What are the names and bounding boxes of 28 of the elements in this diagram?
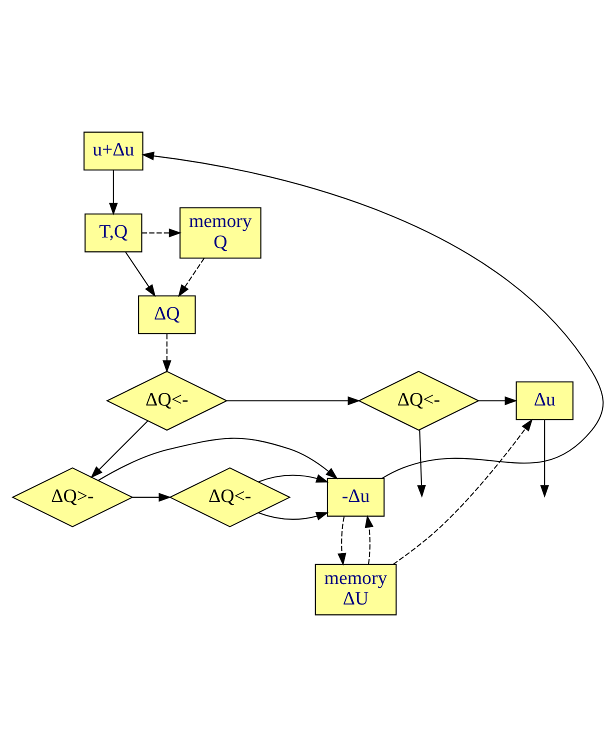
arrow (258, 474, 329, 483)
node-box: memory ΔU (314, 564, 397, 616)
arrow (109, 170, 118, 216)
arrow (132, 492, 172, 502)
node-box: -Δu (326, 478, 385, 517)
node-box: T,Q (84, 214, 142, 252)
arrow (393, 418, 533, 565)
arrow (125, 252, 156, 297)
arrow (338, 516, 346, 566)
node-box: memory Q (180, 207, 262, 259)
arrow (364, 515, 374, 564)
arrow (142, 228, 182, 238)
node-diamond: ΔQ<- (168, 467, 291, 528)
node-diamond: ΔQ<- (358, 370, 480, 431)
arrow (141, 152, 604, 479)
node-box: Δu (516, 381, 574, 420)
arrow (90, 420, 148, 478)
arrow (162, 334, 172, 373)
arrow (98, 438, 338, 481)
node-box: u+Δu (84, 132, 144, 170)
arrow (417, 430, 426, 498)
node-box: ΔQ (138, 295, 196, 334)
node-diamond: ΔQ<- (106, 370, 228, 431)
arrow (258, 512, 329, 520)
arrow (478, 396, 518, 406)
arrow (540, 420, 550, 498)
arrow (226, 396, 360, 406)
arrow (178, 258, 205, 298)
